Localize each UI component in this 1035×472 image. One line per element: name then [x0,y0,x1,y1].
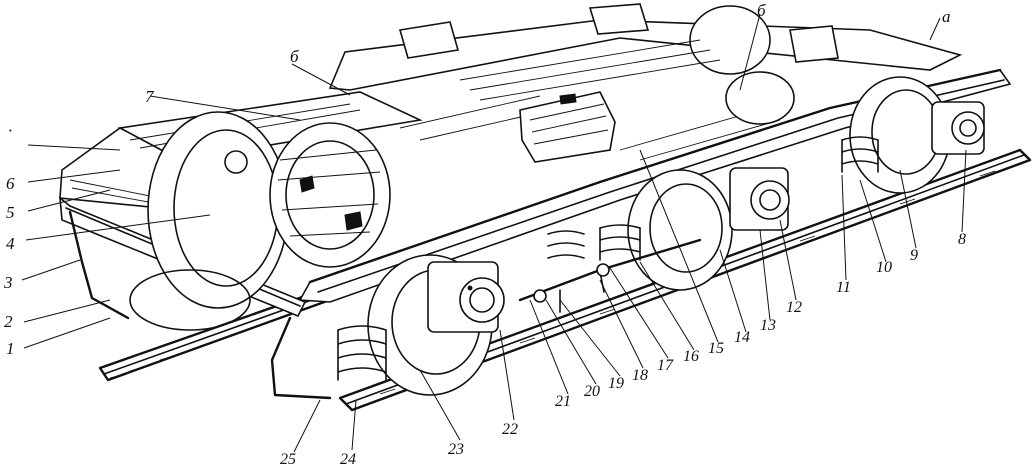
leader-lines [21,13,967,453]
label-15: 15 [708,340,724,357]
center-pivot [519,91,616,163]
label-10: 10 [876,259,892,276]
label-12: 12 [786,299,802,316]
spring-set-middle [547,224,641,261]
label-6: 6 [6,174,15,193]
label-23: 23 [448,441,464,458]
label-4: 4 [6,234,15,253]
sand-pipe [68,210,332,400]
brake-rigging [518,238,702,313]
axle-box-rear [931,101,985,155]
axle-box-middle [729,167,790,231]
label-25: 25 [280,451,296,468]
label-16: 16 [683,348,699,365]
label-b-right: б [757,1,766,20]
label-2: 2 [4,312,13,331]
label-21: 21 [555,393,571,410]
label-top-left-mark: · [8,121,12,140]
label-19: 19 [608,375,624,392]
label-18: 18 [632,367,648,384]
label-11: 11 [836,279,851,296]
label-13: 13 [760,317,776,334]
top-equipment [398,3,839,125]
traction-motor [269,122,391,268]
spring-set-rear [841,136,879,173]
label-a: а [942,7,951,26]
labels-right: 8 9 10 11 12 13 14 15 16 17 18 19 20 21 … [280,231,966,468]
label-9: 9 [910,247,918,264]
label-17: 17 [657,357,674,374]
spring-set-front [337,325,387,381]
wheelset-rear [689,5,951,194]
label-5: 5 [6,203,15,222]
wheelset-middle [627,169,733,291]
axle-box-front [427,261,505,333]
labels-top: б б а [290,1,951,66]
label-7: 7 [145,87,155,106]
wheelset-front-left [129,111,289,331]
label-1: 1 [6,339,15,358]
label-8: 8 [958,231,966,248]
label-14: 14 [734,329,750,346]
label-22: 22 [502,421,518,438]
label-b-left: б [290,47,299,66]
labels-left: 7 · 6 5 4 3 2 1 [3,87,155,358]
label-3: 3 [3,273,13,292]
label-20: 20 [584,383,600,400]
label-24: 24 [340,451,356,468]
